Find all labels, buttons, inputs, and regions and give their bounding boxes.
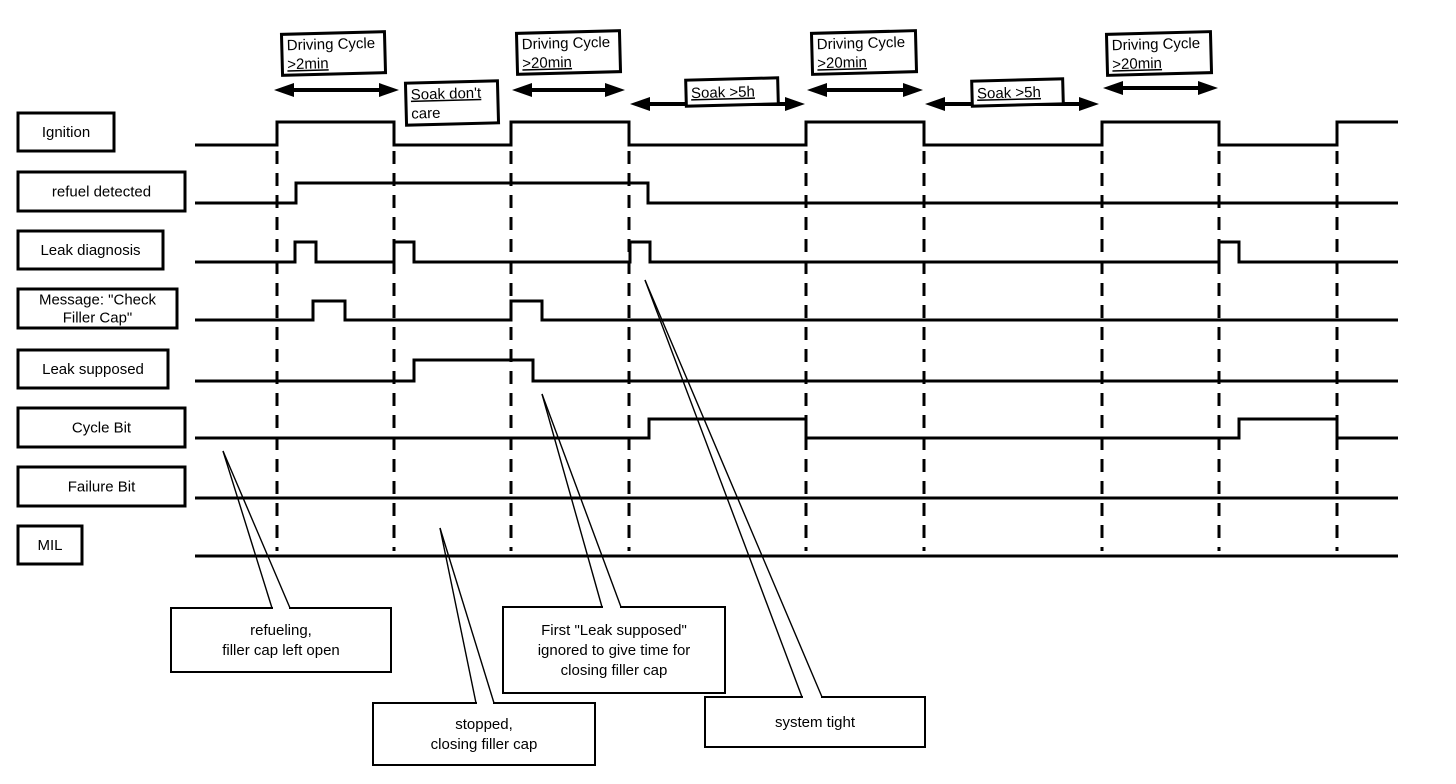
arrowhead-left-icon <box>1103 81 1123 95</box>
callout-text: closing filler cap <box>561 662 668 679</box>
phase-note-label: Driving Cycle <box>522 34 611 53</box>
arrowhead-left-icon <box>925 97 945 111</box>
phase-note-label: >20min <box>1112 55 1162 73</box>
callout-leader-line <box>222 450 291 609</box>
signal-label-box <box>16 348 170 390</box>
arrowhead-left-icon <box>807 83 827 97</box>
callout-box <box>170 607 392 673</box>
signal-label: Leak supposed <box>42 361 144 378</box>
signal-label: MIL <box>37 537 62 554</box>
callout-text: system tight <box>775 714 856 731</box>
signal-row-cycle-bit: Cycle Bit <box>16 406 1398 449</box>
callout-text: ignored to give time for <box>538 642 691 659</box>
callout-leader-line <box>644 279 803 698</box>
callout-first-leak-supposed-ignored: First "Leak supposed" ignored to give tim… <box>502 393 726 694</box>
signal-waveform <box>195 240 1398 264</box>
phase-note: Driving Cycle>20min <box>807 29 923 97</box>
signal-label: Failure Bit <box>68 479 136 496</box>
arrowhead-left-icon <box>512 83 532 97</box>
signal-waveform <box>195 120 1398 147</box>
signal-label: refuel detected <box>52 184 151 201</box>
callout-box <box>372 702 596 766</box>
phase-note-box <box>809 29 919 76</box>
callout-system-tight: system tight <box>644 279 926 748</box>
signal-row-refuel-detected: refuel detected <box>16 170 1398 213</box>
phase-note-label: Soak don't <box>411 85 483 104</box>
phase-note-label: >2min <box>287 55 329 73</box>
callout-refueling-filler-cap-left-open: refueling, filler cap left open <box>170 450 392 673</box>
phase-note-label: >20min <box>522 54 572 72</box>
arrowhead-right-icon <box>785 97 805 111</box>
phase-note-box <box>970 77 1065 108</box>
signal-label: Cycle Bit <box>72 420 132 437</box>
phase-note-label: Soak >5h <box>691 83 755 102</box>
phase-note: Soak >5h <box>925 77 1099 111</box>
signal-waveform <box>195 181 1398 205</box>
callout-leader-line <box>644 279 823 698</box>
phase-note: Soak >5h <box>630 76 805 111</box>
signal-row-leak-supposed: Leak supposed <box>16 348 1398 390</box>
callout-text: closing filler cap <box>431 736 538 753</box>
signal-label-box <box>16 406 187 449</box>
phase-note-box <box>279 30 388 77</box>
arrowhead-left-icon <box>630 97 650 111</box>
callout-text: refueling, <box>250 622 312 639</box>
phase-note-label: >20min <box>817 54 867 72</box>
arrowhead-right-icon <box>1198 81 1218 95</box>
signal-label-box <box>16 524 84 566</box>
signal-label: Ignition <box>42 124 90 141</box>
signal-label: Leak diagnosis <box>40 242 140 259</box>
arrowhead-right-icon <box>1079 97 1099 111</box>
phase-note: Driving Cycle>20min <box>512 29 625 97</box>
callout-leader-line <box>222 450 273 609</box>
callout-leader-line <box>439 527 477 704</box>
phase-note-label: Driving Cycle <box>1112 35 1201 54</box>
signal-waveform <box>195 417 1398 440</box>
callout-text: filler cap left open <box>222 642 340 659</box>
callout-text: stopped, <box>455 716 513 733</box>
callout-box <box>704 696 926 748</box>
arrowhead-left-icon <box>274 83 294 97</box>
phase-note-label: Driving Cycle <box>287 35 376 54</box>
signal-waveform <box>195 358 1398 383</box>
phase-note-box <box>403 79 501 127</box>
signal-row-ignition: Ignition <box>16 111 1398 153</box>
signal-label-box <box>16 287 179 330</box>
phase-note: Driving Cycle>2min <box>274 30 399 97</box>
arrowhead-right-icon <box>605 83 625 97</box>
phase-note-box <box>684 76 780 108</box>
phase-note-box <box>514 29 623 76</box>
signal-label-box <box>16 229 165 271</box>
callout-box <box>502 606 726 694</box>
signal-label-box <box>16 111 116 153</box>
signal-waveform <box>195 299 1398 322</box>
signal-label-box <box>16 465 187 508</box>
callout-leader-line <box>541 393 622 608</box>
signal-row-failure-bit: Failure Bit <box>16 465 1398 508</box>
callout-text: First "Leak supposed" <box>541 622 687 639</box>
phase-note-label: Driving Cycle <box>817 34 906 53</box>
callout-stopped-closing-filler-cap: stopped, closing filler cap <box>372 527 596 766</box>
phase-note-label: care <box>411 105 441 123</box>
signal-label: Message: "Check <box>39 292 157 309</box>
arrowhead-right-icon <box>379 83 399 97</box>
signal-label-box <box>16 170 187 213</box>
phase-note: Driving Cycle>20min <box>1103 30 1218 95</box>
signal-row-mil: MIL <box>16 524 1398 566</box>
arrowhead-right-icon <box>903 83 923 97</box>
callout-leader-line <box>439 527 495 704</box>
callout-leader-line <box>541 393 603 608</box>
signal-label: Filler Cap" <box>63 310 133 327</box>
phase-note-label: Soak >5h <box>977 84 1041 103</box>
phase-note-box <box>1104 30 1214 77</box>
signal-row-leak-diagnosis: Leak diagnosis <box>16 229 1398 271</box>
